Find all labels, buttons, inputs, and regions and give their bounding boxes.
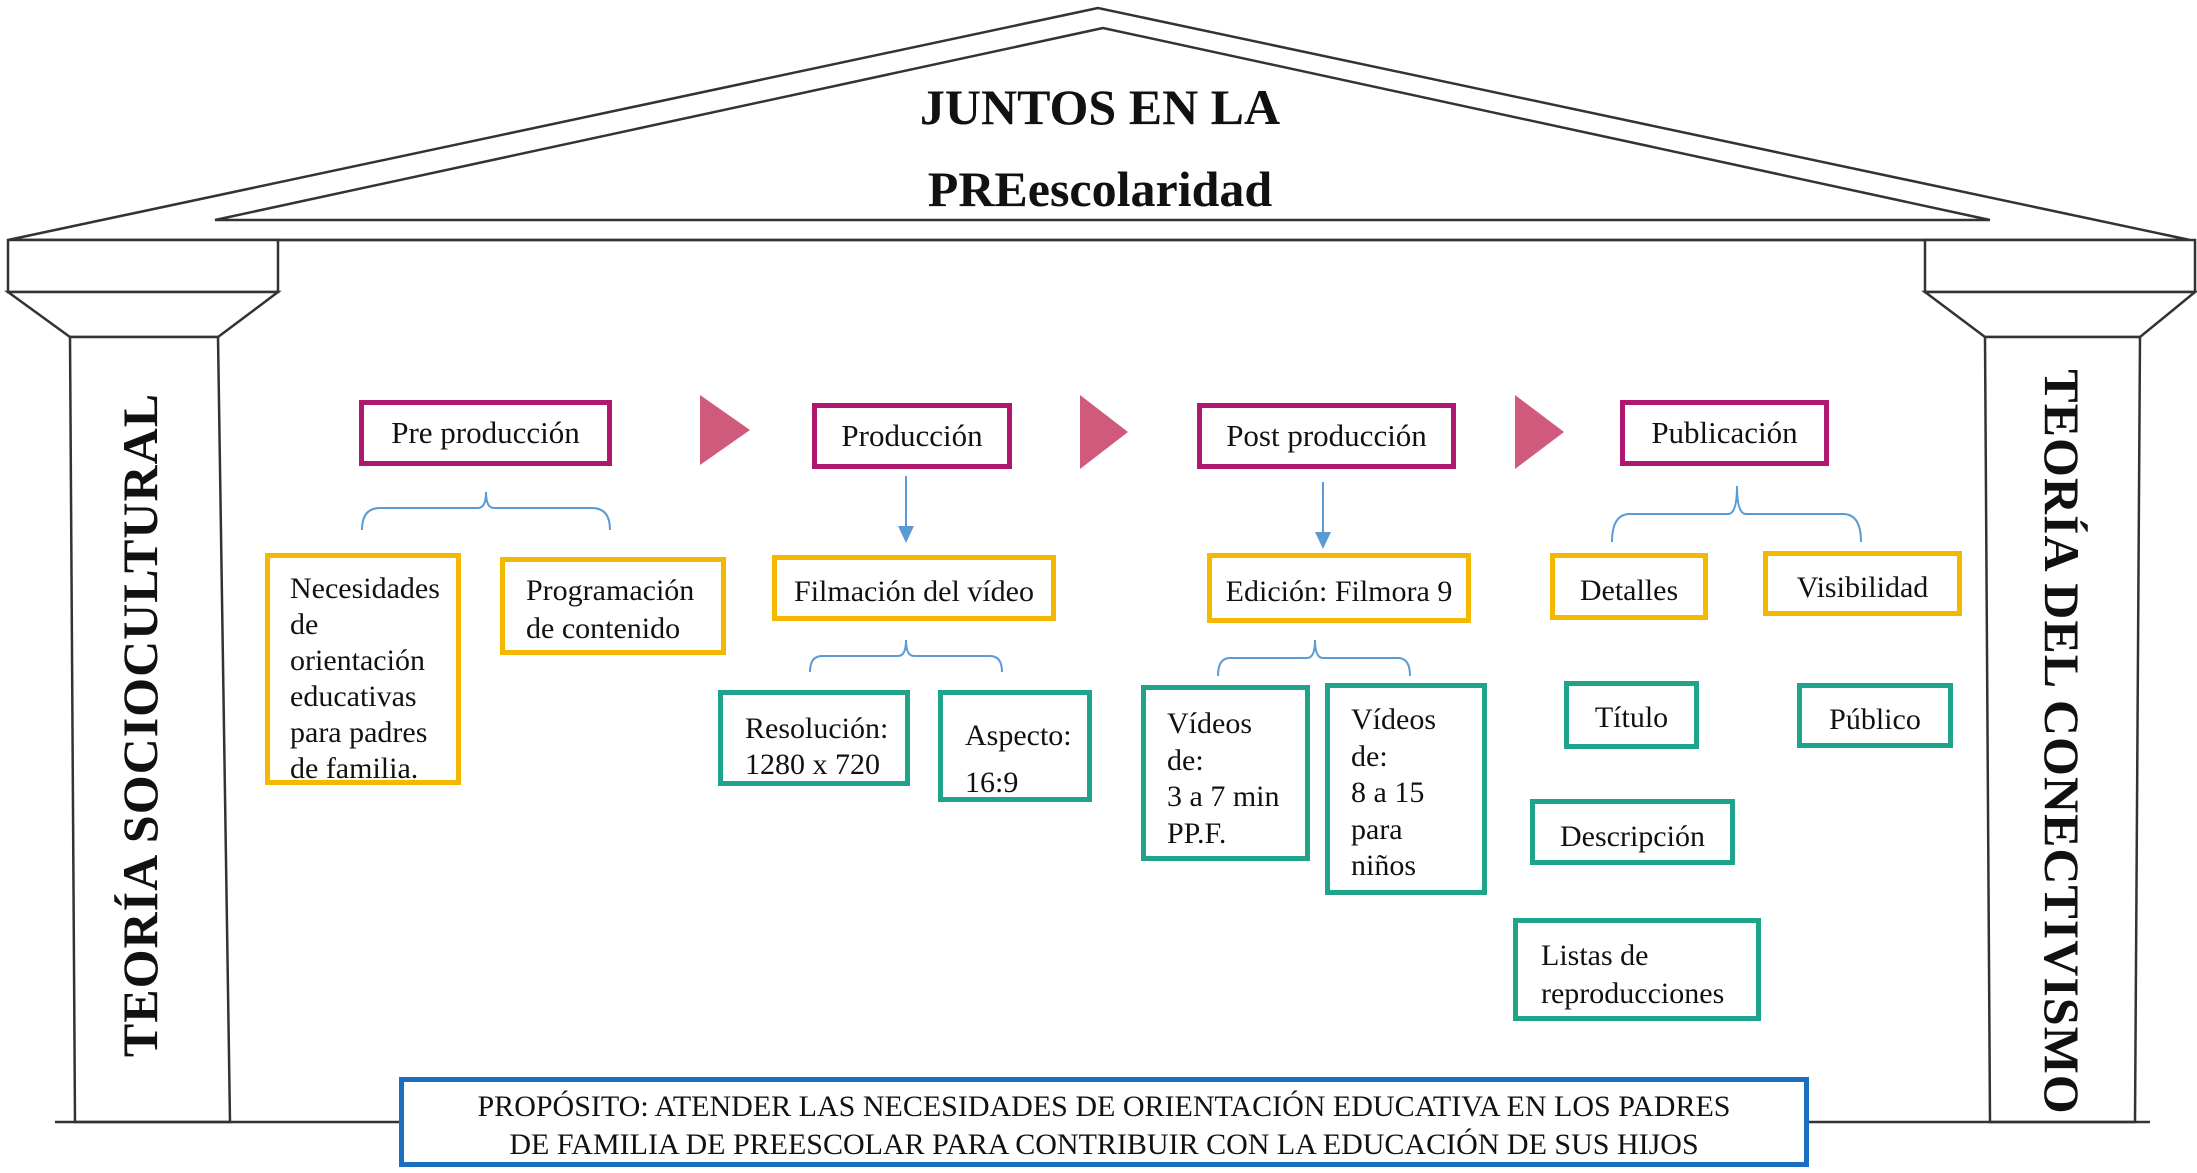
- necesidades-box: Necesidades de orientación educativas pa…: [265, 553, 461, 785]
- text-line: Detalles: [1579, 574, 1679, 607]
- stage-label: Publicación: [1651, 415, 1798, 451]
- publico-box: Público: [1797, 683, 1953, 748]
- text-line: Título: [1594, 701, 1669, 734]
- titulo-box: Título: [1564, 681, 1699, 749]
- videos-ppf-box: Vídeos de: 3 a 7 min PP.F.: [1141, 685, 1310, 861]
- text-line: Visibilidad: [1796, 571, 1929, 604]
- text-line: Vídeos: [1167, 707, 1252, 740]
- text-line: PP.F.: [1167, 816, 1227, 850]
- text-line: de contenido: [526, 612, 681, 646]
- text-line: Filmación del vídeo: [794, 575, 1034, 608]
- stage-label: Producción: [841, 418, 983, 454]
- text-line: para: [1351, 812, 1403, 846]
- edicion-box: Edición: Filmora 9: [1207, 553, 1471, 623]
- title-line-2: PREescolaridad: [927, 161, 1273, 217]
- descripcion-box: Descripción: [1530, 799, 1735, 865]
- text-line: Listas de: [1541, 939, 1649, 972]
- text-line: de:: [1351, 739, 1388, 773]
- text-line: Edición: Filmora 9: [1225, 575, 1453, 608]
- purpose-box: PROPÓSITO: ATENDER LAS NECESIDADES DE OR…: [399, 1077, 1809, 1167]
- text-line: orientación: [290, 644, 425, 677]
- aspecto-box: Aspecto: 16:9: [938, 690, 1092, 802]
- text-line: de: [290, 608, 319, 641]
- arrow-to-post-produccion: [1080, 395, 1128, 469]
- stage-label: Pre producción: [391, 415, 580, 451]
- arrow-to-publicacion: [1515, 395, 1564, 469]
- stage-pre-produccion: Pre producción: [359, 400, 612, 466]
- text-line: de familia.: [290, 752, 419, 785]
- text-line: reproducciones: [1541, 976, 1725, 1010]
- videos-ninos-box: Vídeos de: 8 a 15 para niños: [1325, 683, 1487, 895]
- text-line: Aspecto:: [965, 719, 1072, 752]
- text-line: 16:9: [965, 765, 1019, 799]
- text-line: 3 a 7 min: [1167, 780, 1280, 814]
- text-line: para padres: [290, 716, 428, 749]
- resolucion-box: Resolución: 1280 x 720: [718, 690, 910, 786]
- filmacion-box: Filmación del vídeo: [772, 555, 1056, 621]
- right-pillar-label: TEORÍA DEL CONECTIVISMO: [2034, 369, 2090, 1115]
- left-pillar-label: TEORÍA SOCIOCULTURAL: [112, 392, 168, 1058]
- text-line: niños: [1351, 849, 1417, 883]
- text-line: 1280 x 720: [745, 748, 880, 781]
- text-line: Público: [1829, 703, 1921, 736]
- text-line: Vídeos: [1351, 703, 1436, 736]
- programacion-box: Programación de contenido: [500, 557, 726, 655]
- visibilidad-box: Visibilidad: [1763, 551, 1962, 616]
- text-line: Descripción: [1560, 820, 1705, 853]
- purpose-line-1: PROPÓSITO: ATENDER LAS NECESIDADES DE OR…: [477, 1090, 1731, 1123]
- text-line: Necesidades: [290, 572, 440, 605]
- stage-post-produccion: Post producción: [1197, 403, 1456, 469]
- text-line: Resolución:: [745, 712, 889, 745]
- text-line: educativas: [290, 680, 417, 713]
- purpose-line-2: DE FAMILIA DE PREESCOLAR PARA CONTRIBUIR…: [509, 1128, 1699, 1162]
- stage-produccion: Producción: [812, 403, 1012, 469]
- text-line: 8 a 15: [1351, 776, 1425, 810]
- text-line: de:: [1167, 743, 1204, 777]
- detalles-box: Detalles: [1550, 553, 1708, 620]
- title-line-1: JUNTOS EN LA: [919, 79, 1281, 135]
- stage-label: Post producción: [1226, 418, 1427, 454]
- stage-publicacion: Publicación: [1620, 400, 1829, 466]
- arrow-to-produccion: [700, 395, 750, 465]
- text-line: Programación: [526, 574, 695, 607]
- listas-box: Listas de reproducciones: [1513, 918, 1761, 1021]
